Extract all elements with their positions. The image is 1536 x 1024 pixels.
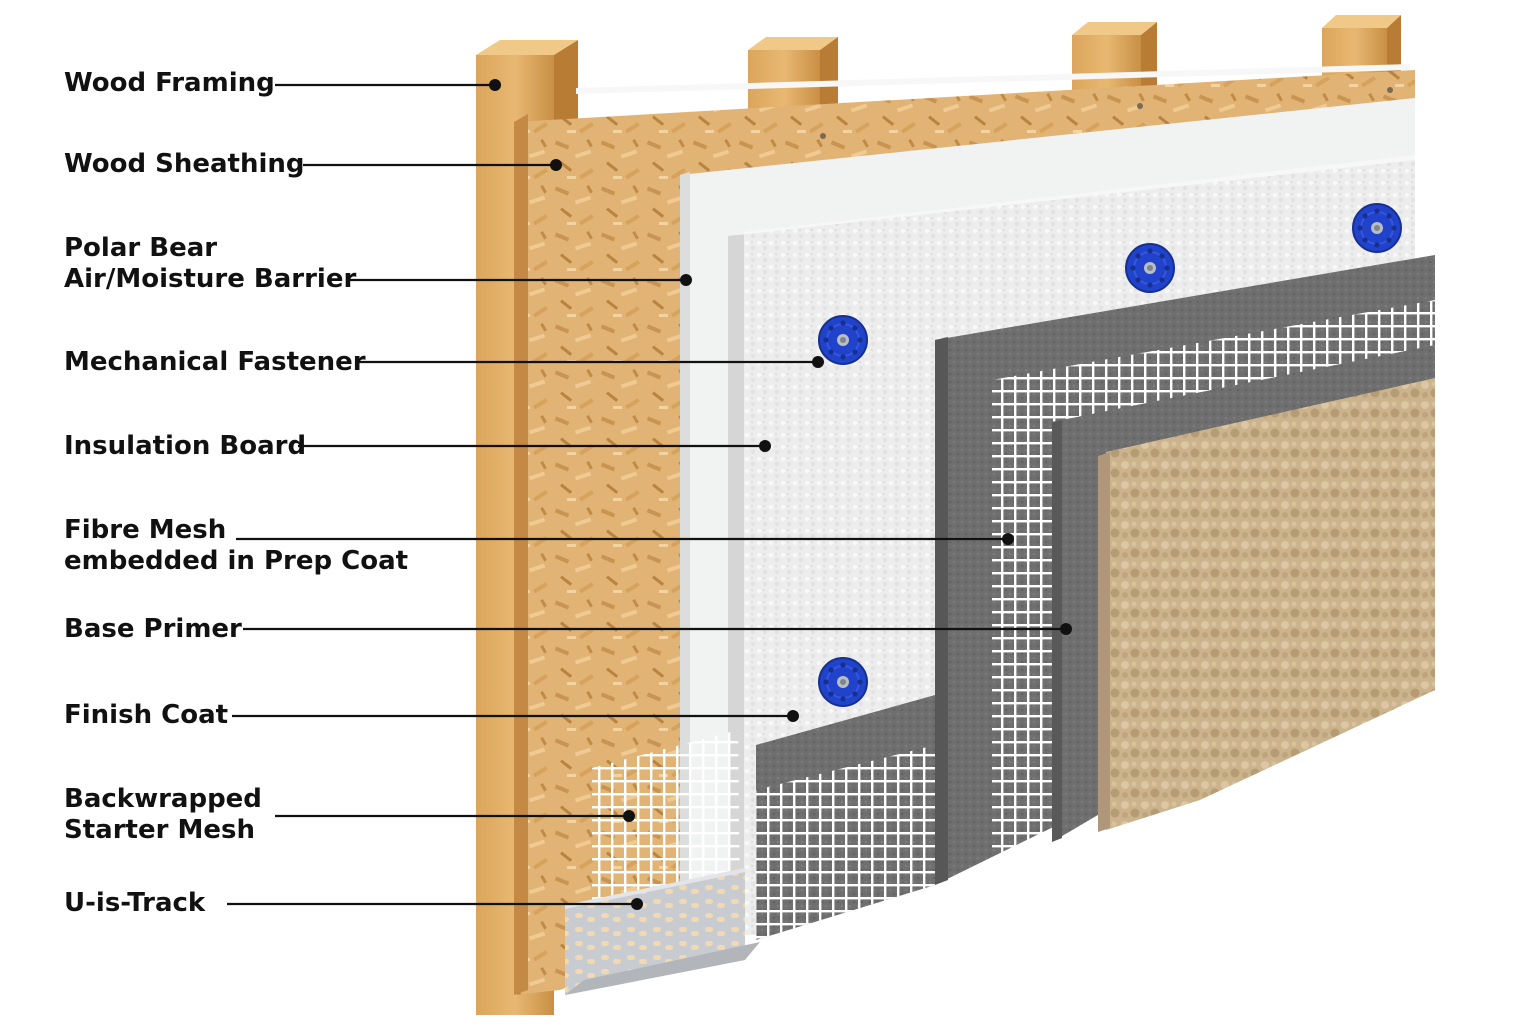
label-wood-framing: Wood Framing bbox=[64, 68, 275, 98]
finish-coat-layer bbox=[1098, 378, 1435, 832]
label-finish-coat: Finish Coat bbox=[64, 700, 229, 730]
fastener-1 bbox=[1352, 203, 1402, 253]
label-starter-mesh: Backwrapped Starter Mesh bbox=[64, 784, 262, 845]
fastener-2 bbox=[1125, 243, 1175, 293]
label-mechanical-fastener: Mechanical Fastener bbox=[64, 347, 366, 377]
bottom-base-coat-strip bbox=[756, 695, 935, 940]
leader-lines bbox=[227, 79, 1072, 910]
u-track-profile bbox=[565, 868, 760, 995]
fastener-4 bbox=[818, 657, 868, 707]
label-u-track: U-is-Track bbox=[64, 888, 206, 918]
fastener-3 bbox=[818, 315, 868, 365]
label-air-moisture-barrier: Polar Bear Air/Moisture Barrier bbox=[64, 233, 357, 294]
label-wood-sheathing: Wood Sheathing bbox=[64, 149, 305, 179]
label-insulation-board: Insulation Board bbox=[64, 431, 307, 461]
label-base-primer: Base Primer bbox=[64, 614, 242, 644]
label-fibre-mesh: Fibre Mesh embedded in Prep Coat bbox=[64, 515, 409, 576]
